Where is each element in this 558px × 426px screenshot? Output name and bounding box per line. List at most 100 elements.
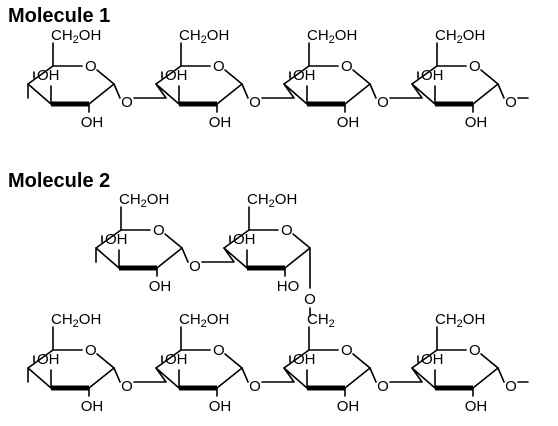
ring-bond [156, 247, 183, 269]
c4-hydroxyl-label: OH [165, 351, 188, 368]
glycosidic-oxygen-label: O [377, 94, 389, 111]
glycosidic-bond [113, 367, 121, 383]
ring-bond [472, 367, 499, 389]
ring-bond [223, 247, 248, 269]
c4-hydroxyl-label: OH [421, 67, 444, 84]
ring-bond [283, 349, 310, 369]
c4-hydroxyl-label: OH [165, 67, 188, 84]
ring-bond [27, 349, 54, 369]
ch2-label: CH2 [307, 311, 335, 330]
c2-hydroxyl-label: OH [81, 398, 104, 415]
glycosidic-bond [369, 83, 377, 99]
glycosidic-oxygen-label: O [249, 378, 261, 395]
ch2oh-label: CH2OH [435, 27, 485, 46]
ring-bond [224, 353, 243, 369]
ring-bond [411, 367, 436, 389]
ring-bond [292, 233, 311, 249]
ring-bond [472, 83, 499, 105]
ch2oh-label: CH2OH [51, 27, 101, 46]
glycosidic-bond [181, 247, 189, 263]
glycosidic-bond [241, 367, 249, 383]
glycosidic-oxygen-label: O [377, 378, 389, 395]
glycosidic-bond [133, 83, 167, 99]
terminal-oxygen-label: O [505, 94, 517, 111]
ring-bond [155, 83, 180, 105]
ring-oxygen-label: O [213, 58, 225, 75]
ch2oh-label: CH2OH [179, 27, 229, 46]
ring-oxygen-label: O [469, 58, 481, 75]
ring-oxygen-label: O [341, 58, 353, 75]
glycosidic-bond [241, 83, 249, 99]
ring-bond [95, 229, 122, 249]
ring-bond [283, 83, 308, 105]
ch2oh-label: CH2OH [179, 311, 229, 330]
glycosidic-bond [497, 83, 505, 99]
ring-bond [352, 353, 371, 369]
glycosidic-bond [369, 367, 377, 383]
ring-bond [88, 367, 115, 389]
c2-hydroxyl-label: OH [337, 398, 360, 415]
ring-bond [284, 247, 311, 269]
c2-hydroxyl-label: OH [337, 114, 360, 131]
glucose-unit: O CH2OH OH OH O [411, 27, 529, 131]
glucose-unit: O CH2OH OH OH O [155, 27, 295, 131]
ring-bond [164, 233, 183, 249]
ring-bond [344, 367, 371, 389]
c2-hydroxyl-label: OH [465, 114, 488, 131]
ring-bond [96, 69, 115, 85]
terminal-oxygen-label: O [505, 378, 517, 395]
ring-bond [155, 65, 182, 85]
glycosidic-oxygen-label: O [121, 378, 133, 395]
ring-bond [411, 349, 438, 369]
c4-hydroxyl-label: OH [37, 67, 60, 84]
ch2oh-label: CH2OH [247, 191, 297, 210]
ring-bond [480, 353, 499, 369]
glycosidic-bond [389, 367, 423, 383]
ring-bond [283, 367, 308, 389]
glycosidic-bond [497, 367, 505, 383]
ring-bond [155, 367, 180, 389]
c4-hydroxyl-label: OH [293, 351, 316, 368]
ring-bond [352, 69, 371, 85]
glycosidic-oxygen-label: O [121, 94, 133, 111]
glycosidic-bond [389, 83, 423, 99]
ring-bond [480, 69, 499, 85]
c2-hydroxyl-label: HO [277, 278, 300, 295]
branch-oxygen-label: O [304, 291, 316, 308]
c2-hydroxyl-label: OH [209, 114, 232, 131]
ring-bond [155, 349, 182, 369]
ch2oh-label: CH2OH [119, 191, 169, 210]
structures: OCH2OHOHOHOOCH2OHOHOHOOCH2OHOHOHOOCH2OHO… [27, 27, 529, 415]
ring-bond [411, 65, 438, 85]
ring-bond [88, 83, 115, 105]
glucose-unit: O CH2OH OH OH O [27, 311, 167, 415]
glycosidic-bond [201, 247, 235, 263]
ring-oxygen-label: O [85, 342, 97, 359]
glycosidic-bond [133, 367, 167, 383]
ring-oxygen-label: O [213, 342, 225, 359]
c2-hydroxyl-label: OH [149, 278, 172, 295]
ring-oxygen-label: O [281, 222, 293, 239]
ring-bond [224, 69, 243, 85]
c2-hydroxyl-label: OH [465, 398, 488, 415]
ch2oh-label: CH2OH [307, 27, 357, 46]
ring-bond [27, 367, 52, 389]
glycosidic-bond [261, 367, 295, 383]
c2-hydroxyl-label: OH [81, 114, 104, 131]
c4-hydroxyl-label: OH [37, 351, 60, 368]
c4-hydroxyl-label: OH [421, 351, 444, 368]
ring-bond [223, 229, 250, 249]
molecule-2-title: Molecule 2 [8, 170, 110, 192]
ring-bond [27, 65, 54, 85]
glycosidic-oxygen-label: O [249, 94, 261, 111]
ch2oh-label: CH2OH [51, 311, 101, 330]
ch2oh-label: CH2OH [435, 311, 485, 330]
glycosidic-oxygen-label: O [189, 258, 201, 275]
